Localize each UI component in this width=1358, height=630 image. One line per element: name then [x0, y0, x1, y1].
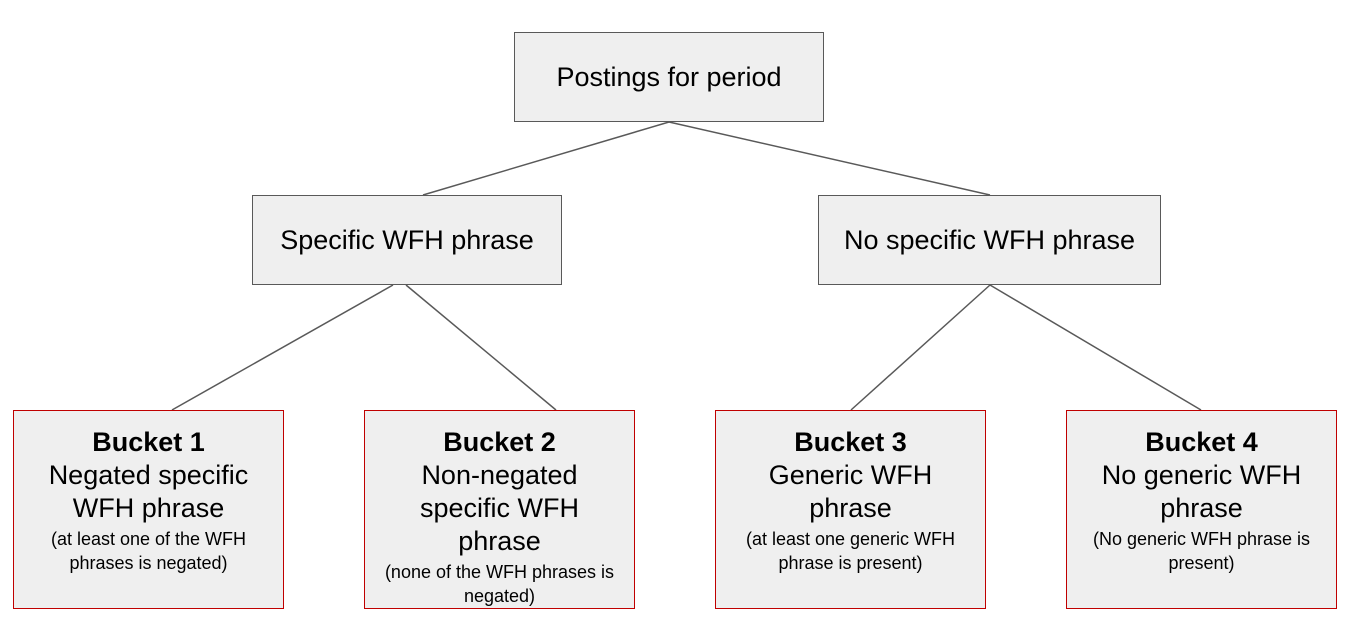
root-node: Postings for period [514, 32, 824, 122]
bucket-1-note: (at least one of the WFH phrases is nega… [50, 529, 247, 573]
connector-right-bucket-3 [850, 284, 991, 411]
no-specific-wfh-node-label: No specific WFH phrase [843, 224, 1136, 255]
connector-left-bucket-2 [405, 284, 557, 411]
bucket-1-description: Negated specific WFH phrase [48, 460, 249, 523]
bucket-2-note: (none of the WFH phrases is negated) [384, 562, 615, 606]
bucket-1-title: Bucket 1 [92, 427, 205, 457]
connector-left-bucket-1 [171, 284, 394, 411]
root-node-label: Postings for period [556, 61, 782, 92]
bucket-4-note: (No generic WFH phrase is present) [1092, 529, 1311, 573]
connector-right-bucket-4 [989, 284, 1202, 411]
bucket-4-node: Bucket 4 No generic WFH phrase (No gener… [1066, 410, 1337, 609]
bucket-2-node: Bucket 2 Non-negated specific WFH phrase… [364, 410, 635, 609]
bucket-4-description: No generic WFH phrase [1101, 460, 1302, 523]
no-specific-wfh-node: No specific WFH phrase [818, 195, 1161, 285]
bucket-3-note: (at least one generic WFH phrase is pres… [745, 529, 956, 573]
specific-wfh-node: Specific WFH phrase [252, 195, 562, 285]
bucket-4-title: Bucket 4 [1145, 427, 1258, 457]
connector-root-right [668, 121, 991, 196]
bucket-1-node: Bucket 1 Negated specific WFH phrase (at… [13, 410, 284, 609]
connector-root-left [422, 121, 670, 196]
bucket-3-description: Generic WFH phrase [768, 460, 933, 523]
bucket-2-description: Non-negated specific WFH phrase [419, 460, 579, 556]
specific-wfh-node-label: Specific WFH phrase [280, 224, 534, 255]
bucket-3-title: Bucket 3 [794, 427, 907, 457]
bucket-3-node: Bucket 3 Generic WFH phrase (at least on… [715, 410, 986, 609]
bucket-2-title: Bucket 2 [443, 427, 556, 457]
